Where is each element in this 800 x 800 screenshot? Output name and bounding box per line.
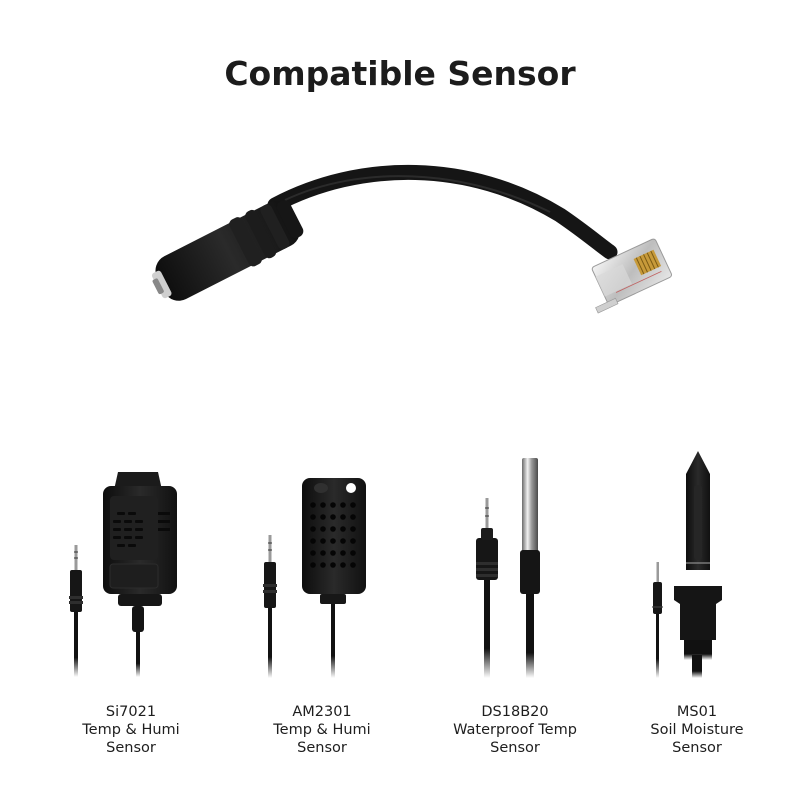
sensor-label-ms01: MS01 Soil Moisture Sensor [607, 703, 787, 757]
rj-adapter-cable-icon [151, 165, 672, 314]
ds18b20-probe-icon [476, 458, 540, 678]
sensor-type: Temp & Humi [82, 722, 180, 738]
sensor-suffix: Sensor [672, 740, 722, 756]
page-title: Compatible Sensor [224, 54, 576, 93]
sensor-model: DS18B20 [481, 704, 549, 720]
sensor-label-am2301: AM2301 Temp & Humi Sensor [232, 703, 412, 757]
ms01-soil-probe-icon [652, 451, 722, 678]
sensor-label-ds18b20: DS18B20 Waterproof Temp Sensor [425, 703, 605, 757]
si7021-sensor-icon [69, 472, 177, 677]
sensor-model: AM2301 [292, 704, 352, 720]
sensor-label-si7021: Si7021 Temp & Humi Sensor [41, 703, 221, 757]
sensor-suffix: Sensor [490, 740, 540, 756]
sensor-model: Si7021 [105, 704, 157, 720]
am2301-sensor-icon [263, 478, 366, 678]
sensor-model: MS01 [676, 704, 718, 720]
sensor-type: Soil Moisture [650, 722, 744, 738]
sensor-type: Temp & Humi [273, 722, 371, 738]
sensor-suffix: Sensor [106, 740, 156, 756]
sensor-suffix: Sensor [297, 740, 347, 756]
sensor-type: Waterproof Temp [453, 722, 577, 738]
